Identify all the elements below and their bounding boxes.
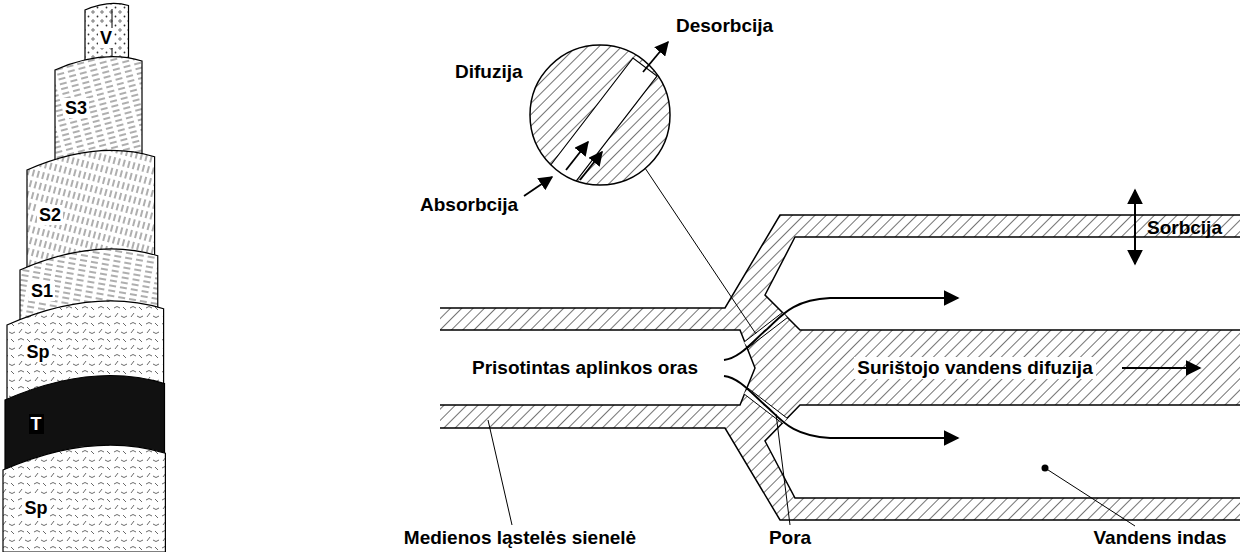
sorption-arrow <box>1134 190 1136 264</box>
layer-label: T <box>29 414 44 435</box>
leader-line <box>776 414 790 525</box>
part-label: Pora <box>769 527 811 549</box>
diffusion-arrow <box>580 152 602 180</box>
cell-wall-outline <box>440 215 1240 520</box>
cell-wall-layers <box>3 3 165 552</box>
leader-line <box>1045 468 1135 526</box>
flow-arrow <box>724 298 958 360</box>
layer-label: V <box>98 28 114 49</box>
part-label: Medienos ląstelės sienelė <box>404 527 636 549</box>
layer-label: S3 <box>63 98 89 119</box>
layer-label: S1 <box>29 281 55 302</box>
process-label: Difuzija <box>455 61 523 83</box>
flow-label: Surištojo vandens difuzija <box>854 357 1095 379</box>
layer-sp-outer <box>3 445 165 552</box>
flow-arrow <box>724 376 958 438</box>
magnifier <box>528 43 756 334</box>
leader-dot <box>1042 465 1049 472</box>
layer-label: S2 <box>37 205 63 226</box>
process-label: Absorbcija <box>420 194 518 216</box>
pore <box>744 312 787 424</box>
absorption-arrow <box>524 177 552 196</box>
process-label: Sorbcija <box>1147 217 1222 239</box>
layer-label: Sp <box>24 342 51 363</box>
desorption-arrow <box>643 42 668 72</box>
diffusion-arrow <box>1122 367 1200 369</box>
layer-label: Sp <box>22 498 49 519</box>
process-label: Desorbcija <box>676 15 773 37</box>
leader-line <box>488 420 512 525</box>
diffusion-arrow <box>566 142 588 170</box>
part-label: Vandens indas <box>1093 527 1226 549</box>
cell-walls <box>440 215 1240 520</box>
flow-label: Prisotintas aplinkos oras <box>472 357 698 379</box>
